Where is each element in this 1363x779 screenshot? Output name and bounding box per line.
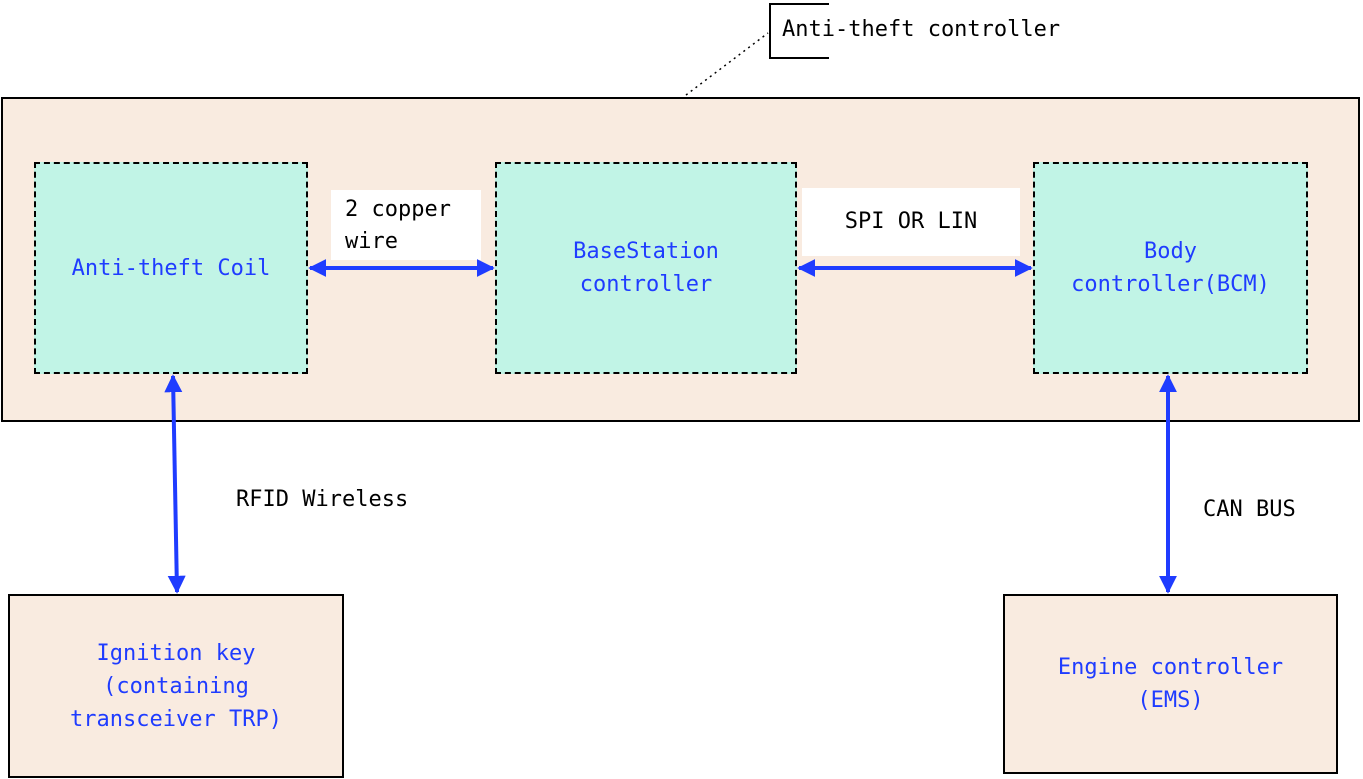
callout-label: Anti-theft controller [782,17,1061,42]
ignition-key-block: Ignition key (containing transceiver TRP… [8,594,344,778]
callout-bracket [769,3,829,59]
spi-lin-label-box: SPI OR LIN [802,188,1020,256]
coil-key-arrow [164,374,186,594]
copper-wire-label-box: 2 copper wire [331,190,481,260]
anti-theft-coil-label: Anti-theft Coil [71,255,271,281]
ignition-key-label: Ignition key (containing transceiver TRP… [70,640,282,732]
spi-lin-label: SPI OR LIN [844,209,978,234]
copper-wire-label: 2 copper wire [345,197,451,254]
callout-leader-line [685,32,769,96]
engine-controller-label: Engine controller (EMS) [1057,655,1284,713]
body-controller-block: Body controller(BCM) [1033,162,1308,374]
can-bus-label: CAN BUS [1203,497,1296,522]
basestation-controller-label: BaseStation controller [573,239,719,297]
basestation-controller-block: BaseStation controller [495,162,797,374]
body-controller-label: Body controller(BCM) [1071,239,1270,297]
rfid-wireless-label: RFID Wireless [236,487,409,512]
engine-controller-block: Engine controller (EMS) [1003,594,1338,774]
anti-theft-coil-block: Anti-theft Coil [34,162,308,374]
